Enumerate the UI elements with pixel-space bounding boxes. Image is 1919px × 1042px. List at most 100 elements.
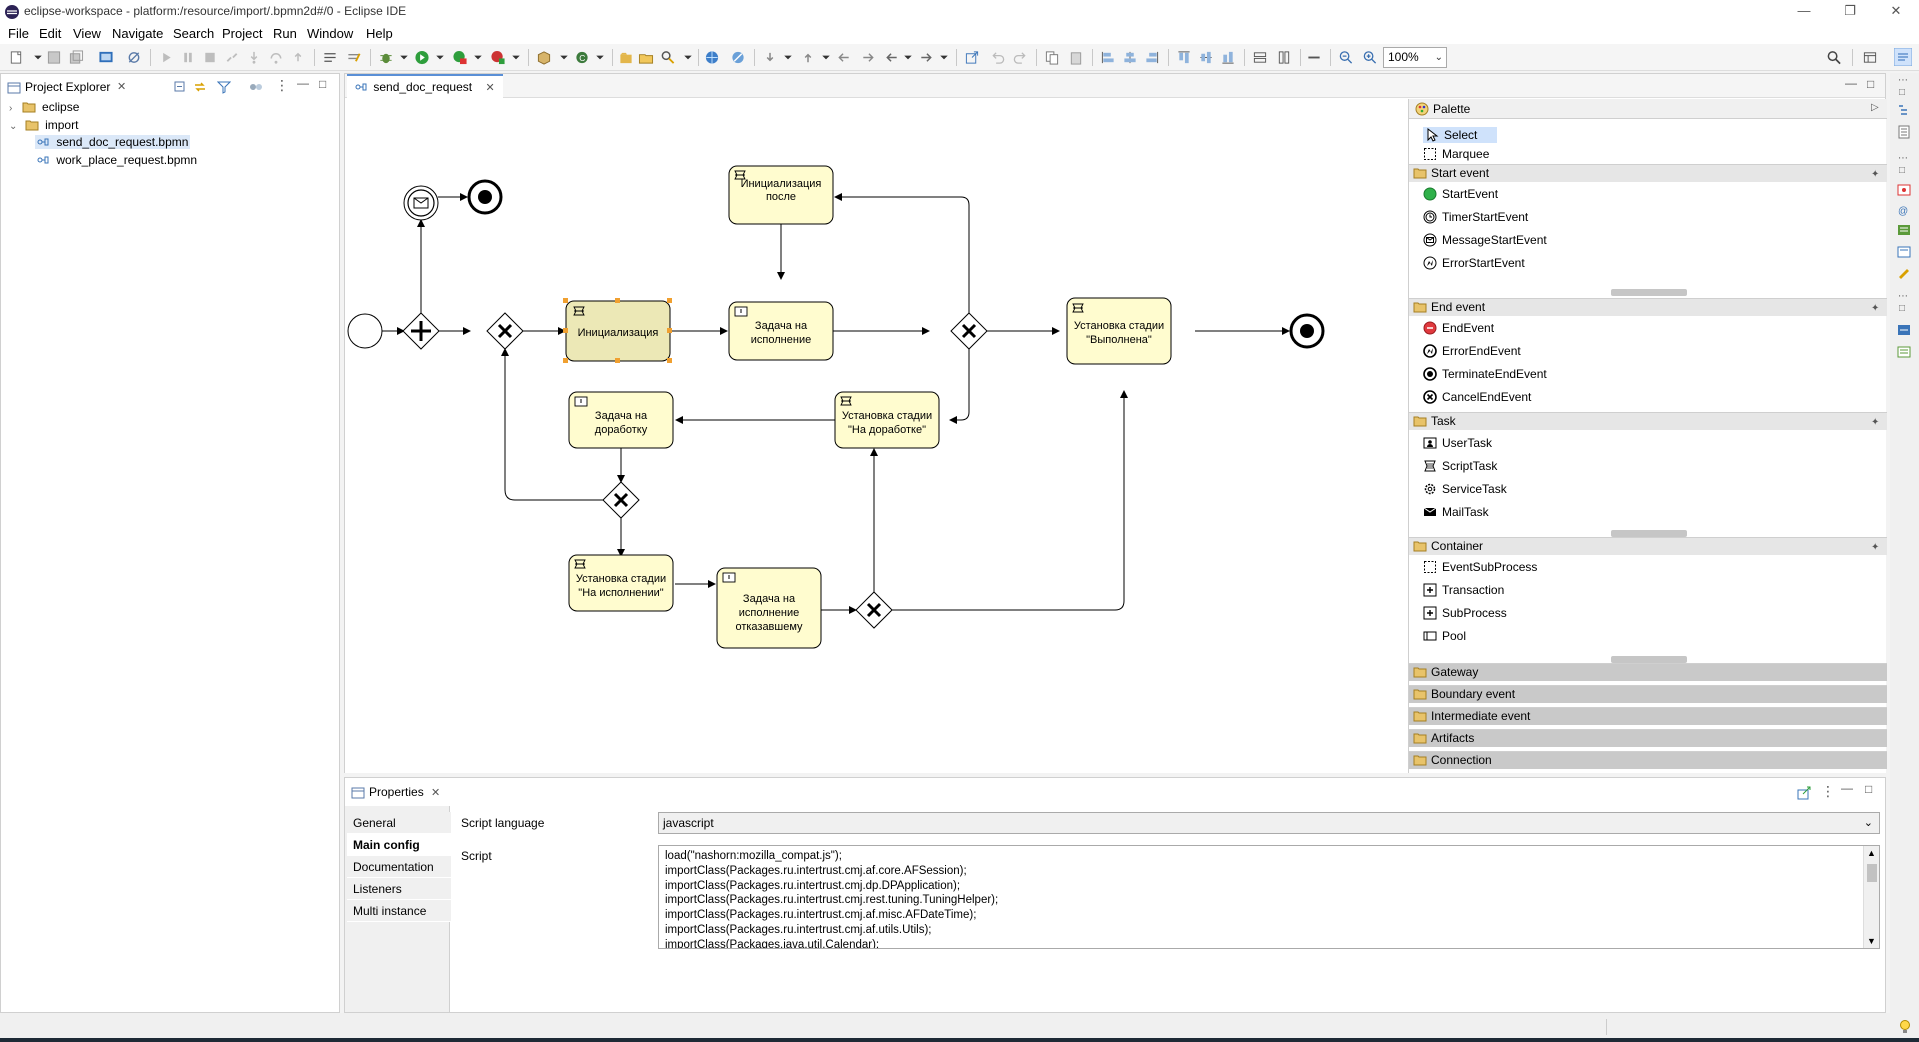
close-icon[interactable]: ✕ xyxy=(431,787,441,799)
external-tools-icon[interactable] xyxy=(490,50,506,65)
trim-menu-icon[interactable]: ⋯ xyxy=(1898,153,1908,164)
palette-item-timer-start-event[interactable]: TimerStartEvent xyxy=(1423,210,1528,224)
suspend-icon[interactable] xyxy=(180,50,196,65)
pin-icon[interactable]: ✦ xyxy=(1871,169,1880,180)
parallel-gateway[interactable] xyxy=(402,312,440,350)
dropdown-arrow-icon[interactable] xyxy=(780,50,796,65)
zoom-out-icon[interactable] xyxy=(1338,50,1354,65)
message-end-event[interactable] xyxy=(403,185,439,221)
palette-group-container[interactable]: Container ✦ xyxy=(1409,537,1887,555)
selection-handles[interactable] xyxy=(563,298,672,363)
script-task-stage-rework[interactable]: Установка стадии "На доработке" xyxy=(834,391,940,449)
dropdown-arrow-icon[interactable] xyxy=(432,50,448,65)
new-java-package-icon[interactable] xyxy=(536,50,552,65)
match-height-icon[interactable] xyxy=(1276,50,1292,65)
menu-navigate[interactable]: Navigate xyxy=(112,26,164,41)
view-menu-icon[interactable]: ⋮ xyxy=(275,77,289,93)
new-java-class-icon[interactable]: C xyxy=(574,50,590,65)
palette-group-boundary-event[interactable]: Boundary event xyxy=(1409,685,1887,703)
focus-on-active-task-icon[interactable] xyxy=(249,80,263,94)
close-button[interactable]: ✕ xyxy=(1890,3,1902,18)
script-task-init[interactable]: Инициализация xyxy=(563,298,672,363)
align-center-icon[interactable] xyxy=(1122,50,1138,65)
maximize-button[interactable]: ❐ xyxy=(1844,3,1856,18)
palette-item-subprocess[interactable]: SubProcess xyxy=(1423,606,1507,620)
palette-item-service-task[interactable]: ServiceTask xyxy=(1423,482,1507,496)
pin-icon[interactable]: ✦ xyxy=(1871,417,1880,428)
diagram-canvas[interactable]: Инициализация Инициализация после Задача… xyxy=(345,99,1408,773)
minimize-view-icon[interactable]: — xyxy=(1841,781,1853,795)
menu-project[interactable]: Project xyxy=(222,26,263,41)
align-bottom-icon[interactable] xyxy=(1220,50,1236,65)
properties-tab-general[interactable]: General xyxy=(347,812,451,834)
palette-tool-select[interactable]: Select xyxy=(1423,127,1498,143)
grid-icon[interactable] xyxy=(1306,50,1322,65)
tree-item-import[interactable]: ⌄ import xyxy=(9,118,78,132)
restore-icon[interactable]: □ xyxy=(1899,87,1906,98)
run-icon[interactable] xyxy=(414,50,430,65)
minimize-view-icon[interactable]: — xyxy=(1845,76,1857,90)
collapse-all-icon[interactable] xyxy=(173,80,187,94)
dropdown-arrow-icon[interactable] xyxy=(30,50,46,65)
palette-item-error-end-event[interactable]: ErrorEndEvent xyxy=(1423,344,1521,358)
export-diagram-icon[interactable] xyxy=(964,50,980,65)
open-perspective-icon[interactable] xyxy=(1862,50,1878,65)
last-edit-location-icon[interactable] xyxy=(836,50,852,65)
task-list-icon[interactable] xyxy=(1897,125,1911,139)
forward-icon[interactable] xyxy=(918,50,934,65)
palette-group-end-event[interactable]: End event ✦ xyxy=(1409,298,1887,316)
outline-icon[interactable] xyxy=(1897,103,1911,117)
properties-tab-multi-instance[interactable]: Multi instance xyxy=(347,900,451,922)
search-tool-icon[interactable] xyxy=(660,50,676,65)
open-folder-icon[interactable] xyxy=(638,50,654,65)
maximize-view-icon[interactable]: □ xyxy=(1867,77,1875,91)
palette-group-start-event[interactable]: Start event ✦ xyxy=(1409,164,1887,182)
palette-item-script-task[interactable]: ScriptTask xyxy=(1423,459,1497,473)
palette-group-scrollbar[interactable] xyxy=(1611,289,1687,296)
dropdown-arrow-icon[interactable] xyxy=(936,50,952,65)
close-icon[interactable]: ✕ xyxy=(117,81,127,93)
save-all-icon[interactable] xyxy=(68,50,84,65)
palette-item-user-task[interactable]: UserTask xyxy=(1423,436,1492,450)
collapse-palette-icon[interactable]: ▷ xyxy=(1871,102,1879,113)
properties-tab-label[interactable]: Properties xyxy=(369,785,424,799)
search-icon[interactable] xyxy=(1826,50,1842,65)
terminate-end-event[interactable] xyxy=(1289,313,1325,349)
properties-tab-listeners[interactable]: Listeners xyxy=(347,878,451,900)
forward-history-icon[interactable] xyxy=(860,50,876,65)
previous-annotation-icon[interactable] xyxy=(800,50,816,65)
declaration-icon[interactable] xyxy=(1897,223,1911,237)
pin-view-icon[interactable] xyxy=(1797,786,1811,800)
lightbulb-icon[interactable] xyxy=(1898,1019,1912,1035)
palette-group-scrollbar[interactable] xyxy=(1611,656,1687,663)
script-scrollbar[interactable]: ▲ ▼ xyxy=(1863,846,1879,948)
menu-view[interactable]: View xyxy=(73,26,101,41)
zoom-combo[interactable]: 100%⌄ xyxy=(1383,47,1447,68)
javadoc-icon[interactable]: @ xyxy=(1897,203,1911,217)
tree-item-send-doc-request[interactable]: send_doc_request.bpmn xyxy=(35,135,191,149)
step-over-icon[interactable] xyxy=(268,50,284,65)
palette-group-artifacts[interactable]: Artifacts xyxy=(1409,729,1887,747)
web-browser-icon[interactable] xyxy=(704,50,720,65)
problems-icon[interactable] xyxy=(1897,183,1911,197)
scrollbar-thumb[interactable] xyxy=(1867,864,1877,882)
progress-icon[interactable] xyxy=(1897,265,1911,279)
menu-help[interactable]: Help xyxy=(366,26,393,41)
servers-icon[interactable] xyxy=(1897,323,1911,337)
open-type-icon[interactable] xyxy=(618,50,634,65)
minimize-view-icon[interactable]: — xyxy=(297,76,309,90)
trim-menu-icon[interactable]: ⋯ xyxy=(1898,75,1908,86)
palette-item-pool[interactable]: Pool xyxy=(1423,629,1466,643)
step-return-icon[interactable] xyxy=(290,50,306,65)
properties-tab-main-config[interactable]: Main config xyxy=(347,834,451,856)
disconnect-icon[interactable] xyxy=(224,50,240,65)
start-event[interactable] xyxy=(347,313,383,349)
palette-group-gateway[interactable]: Gateway xyxy=(1409,663,1887,681)
script-task-init-after[interactable]: Инициализация после xyxy=(728,165,834,225)
user-task-rework[interactable]: Задача на доработку xyxy=(568,391,674,449)
minimize-button[interactable]: — xyxy=(1797,3,1811,18)
menu-window[interactable]: Window xyxy=(307,26,354,41)
terminal-icon[interactable] xyxy=(98,50,114,65)
terminate-icon[interactable] xyxy=(202,50,218,65)
palette-group-connection[interactable]: Connection xyxy=(1409,751,1887,769)
